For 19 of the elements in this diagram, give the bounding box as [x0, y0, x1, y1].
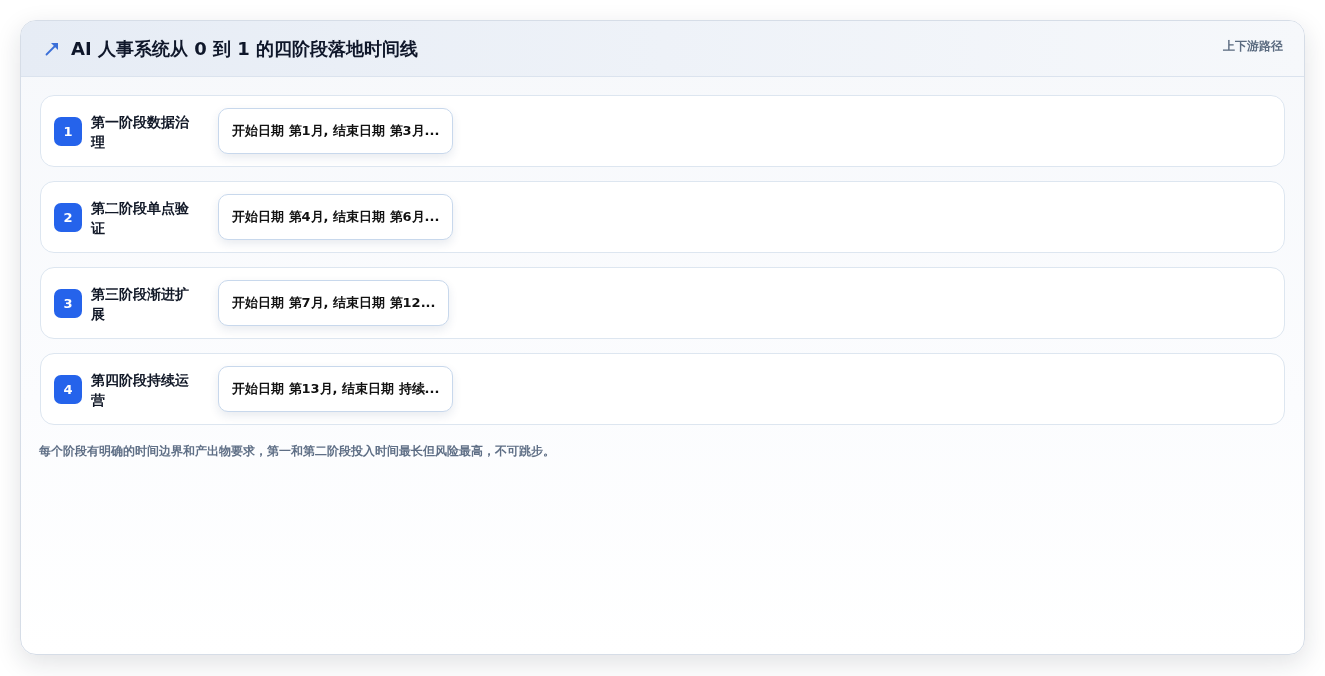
phase-name: 第一阶段数据治理	[91, 113, 190, 152]
phase-name: 第四阶段持续运营	[91, 371, 190, 410]
step-number-badge: 3	[54, 289, 82, 318]
phase-name: 第三阶段渐进扩展	[91, 285, 190, 324]
phase-card	[40, 95, 1285, 167]
phase-card	[40, 267, 1285, 339]
step-number-badge: 1	[54, 117, 82, 146]
title: AI 人事系统从 0 到 1 的四阶段落地时间线	[71, 37, 418, 61]
phase-card	[40, 353, 1285, 425]
phase-name: 第二阶段单点验证	[91, 199, 190, 238]
header-label: 上下游路径	[1223, 38, 1283, 54]
date-range-tag: 开始日期 第4月, 结束日期 第6月...	[218, 194, 454, 240]
date-range-tag: 开始日期 第7月, 结束日期 第12...	[218, 280, 450, 326]
footnote: 每个阶段有明确的时间边界和产出物要求，第一和第二阶段投入时间最长但风险最高，不可跳步。	[39, 443, 555, 460]
phase-card	[40, 181, 1285, 253]
date-range-tag: 开始日期 第13月, 结束日期 持续...	[218, 366, 454, 412]
step-number-badge: 2	[54, 203, 82, 232]
date-range-tag: 开始日期 第1月, 结束日期 第3月...	[218, 108, 454, 154]
step-number-badge: 4	[54, 375, 82, 404]
